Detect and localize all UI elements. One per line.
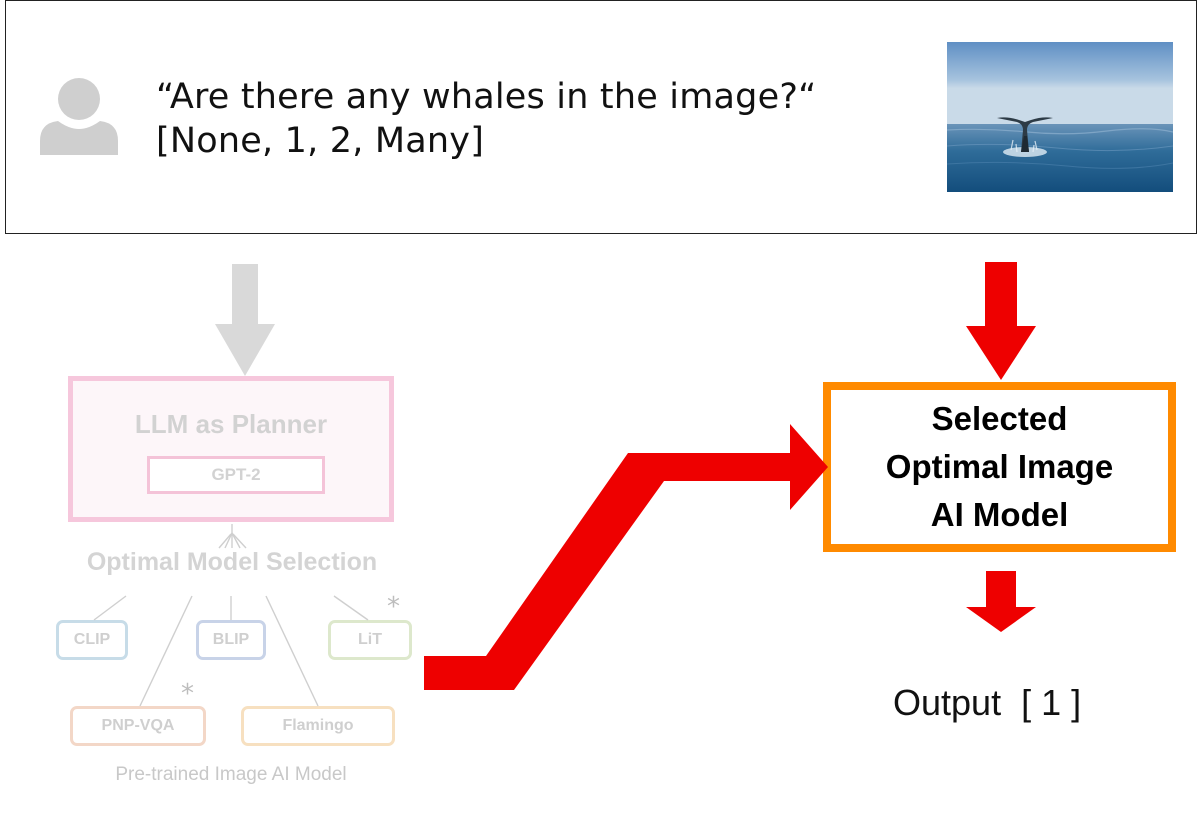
selected-line-1: Selected (931, 400, 1068, 437)
user-avatar-icon (40, 78, 118, 155)
gray-down-arrow (215, 264, 275, 376)
model-lit: LiT (328, 620, 412, 660)
planner-title: LLM as Planner (134, 409, 328, 439)
query-panel: “Are there any whales in the image?“ [No… (5, 0, 1197, 234)
optimal-model-selection-label: Optimal Model Selection (86, 548, 378, 576)
model-blip: BLIP (196, 620, 266, 660)
selected-line-2: Optimal Image (885, 448, 1114, 485)
planner-spokes (218, 524, 247, 549)
selected-line-3: AI Model (930, 496, 1069, 533)
whale-tail-photo (947, 42, 1173, 192)
planner-model-box: GPT-2 (147, 456, 325, 494)
query-question: “Are there any whales in the image?“ (156, 77, 817, 117)
pretrained-model-label: Pre-trained Image AI Model (115, 764, 347, 785)
star-lit-marker: * (387, 592, 400, 622)
output-label: Output [ 1 ] (893, 682, 1082, 723)
model-clip: CLIP (56, 620, 128, 660)
query-text: “Are there any whales in the image?“ [No… (156, 75, 816, 163)
red-down-arrow-top (966, 262, 1036, 380)
query-options: [None, 1, 2, Many] (156, 121, 485, 161)
planner-box: LLM as Planner GPT-2 (68, 376, 394, 522)
model-pnp-vqa: PNP-VQA (70, 706, 206, 746)
model-flamingo: Flamingo (241, 706, 395, 746)
star-pnp-marker: * (181, 679, 194, 709)
red-down-arrow-output (966, 571, 1036, 632)
red-selection-arrow (424, 424, 828, 690)
selected-model-box: Selected Optimal Image AI Model (823, 382, 1176, 552)
